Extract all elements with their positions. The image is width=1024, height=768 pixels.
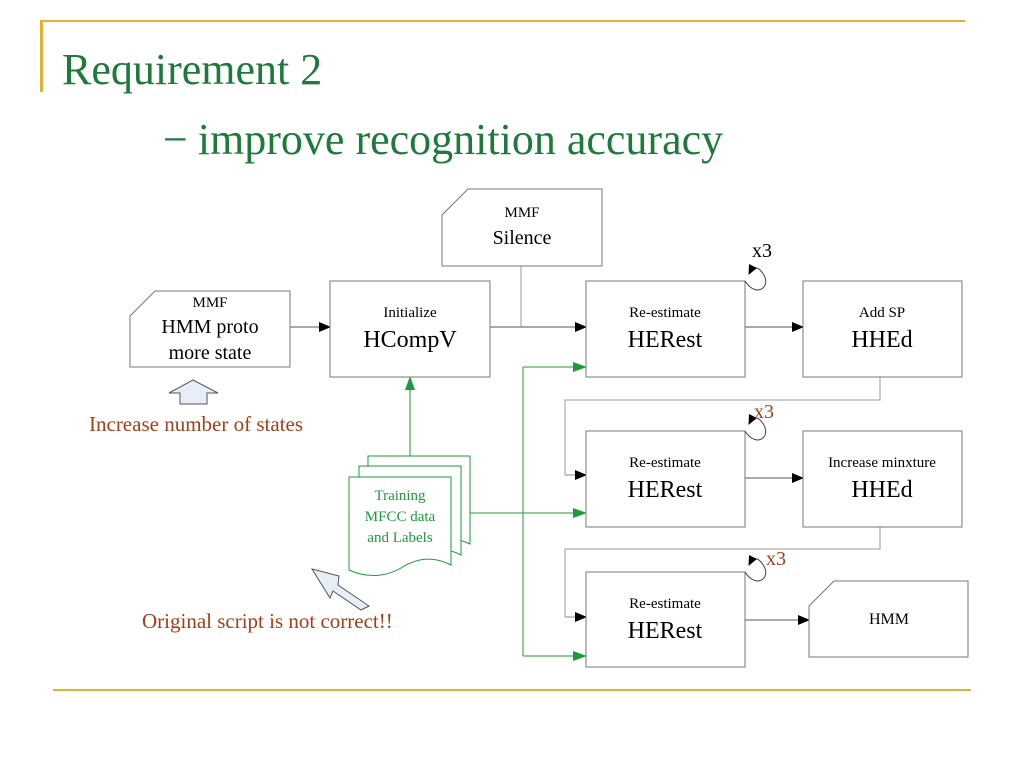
subtitle-dash: − <box>163 115 188 164</box>
herest2-small: Re-estimate <box>629 455 701 471</box>
mmf-silence-node: MMF Silence <box>441 188 603 267</box>
mmf-silence-small: MMF <box>504 205 539 221</box>
hmm-output-label: HMM <box>869 611 909 628</box>
loop-arrow-2 <box>744 413 767 441</box>
loop1-label: x3 <box>752 240 772 262</box>
accent-bottom-line <box>53 689 971 691</box>
hhed2-big: HHEd <box>851 477 912 503</box>
connector-hhed2-to-herest3 <box>564 527 881 617</box>
connector-hhed1-to-herest2 <box>564 377 881 475</box>
hhed1-big: HHEd <box>851 327 912 353</box>
mmf-proto-node: MMF HMM proto more state <box>129 290 291 368</box>
herest1-big: HERest <box>628 327 703 353</box>
training-data-stack <box>348 455 471 576</box>
herest3-small: Re-estimate <box>629 596 701 612</box>
herest1-small: Re-estimate <box>629 305 701 321</box>
note-increase-states: Increase number of states <box>89 412 303 436</box>
herest3-node: Re-estimate HERest <box>585 571 746 668</box>
up-arrow-callout-icon <box>168 379 219 405</box>
loop3-label: x3 <box>766 548 786 570</box>
mmf-silence-big: Silence <box>493 227 552 249</box>
loop-arrow-1 <box>744 263 767 291</box>
mmf-proto-small: MMF <box>192 295 227 311</box>
hhed2-small: Increase minxture <box>828 455 936 471</box>
hhed1-node: Add SP HHEd <box>802 280 963 378</box>
herest2-big: HERest <box>628 477 703 503</box>
herest3-big: HERest <box>628 618 703 644</box>
herest1-node: Re-estimate HERest <box>585 280 746 378</box>
slide-subtitle: −improve recognition accuracy <box>163 118 723 162</box>
training-line3: and Labels <box>367 530 433 546</box>
accent-top-line <box>40 20 965 22</box>
hcompv-node: Initialize HCompV <box>329 280 491 378</box>
hhed2-node: Increase minxture HHEd <box>802 430 963 528</box>
training-line2: MFCC data <box>365 509 436 525</box>
pointer-arrow-callout-icon <box>310 568 370 611</box>
mmf-proto-line2: more state <box>169 342 252 364</box>
hcompv-big: HCompV <box>363 327 457 353</box>
hcompv-small: Initialize <box>383 305 437 321</box>
accent-vertical-line <box>40 20 43 92</box>
hmm-output-node: HMM <box>808 580 969 658</box>
note-original-script: Original script is not correct!! <box>142 609 393 633</box>
mmf-proto-line1: HMM proto <box>161 316 258 338</box>
herest2-node: Re-estimate HERest <box>585 430 746 528</box>
loop-arrow-3 <box>744 554 767 582</box>
subtitle-text: improve recognition accuracy <box>197 115 724 164</box>
training-line1: Training <box>374 488 426 504</box>
hhed1-small: Add SP <box>859 305 905 321</box>
slide-title: Requirement 2 <box>62 45 323 94</box>
training-doc-front <box>348 476 452 576</box>
loop2-label: x3 <box>754 401 774 423</box>
